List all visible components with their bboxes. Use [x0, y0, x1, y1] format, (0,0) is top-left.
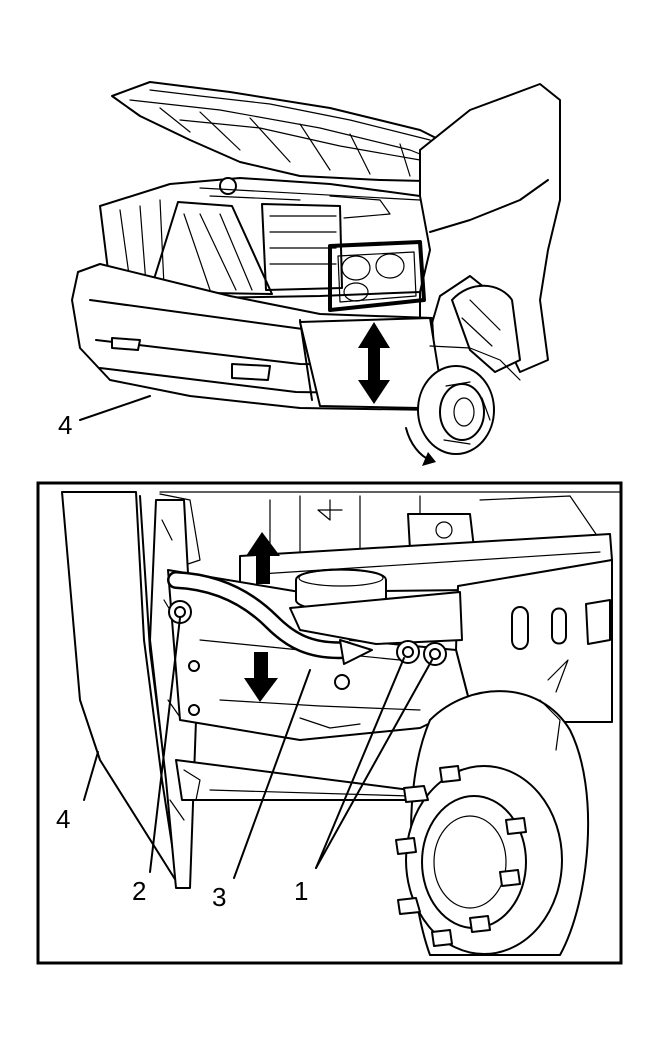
brake-rotor-overview — [417, 345, 521, 455]
nuts-1 — [396, 640, 447, 666]
lift-arrows-detail — [244, 532, 280, 702]
leader-line-detail-4 — [83, 751, 99, 801]
leader-line-top-4 — [79, 395, 151, 421]
wheel-hub-detail — [395, 659, 590, 956]
right-fender — [419, 83, 561, 373]
callout-1: 1 — [294, 876, 309, 906]
overview-view — [71, 81, 561, 466]
up-down-motion-arrow — [358, 322, 390, 404]
headlamp — [328, 240, 426, 312]
callout-3: 3 — [212, 882, 227, 912]
leader-line-1b — [315, 659, 433, 869]
detail-pointer-arrow — [405, 427, 436, 466]
callout-4-detail: 4 — [56, 804, 71, 834]
detail-view — [61, 491, 621, 956]
open-hood — [111, 81, 481, 183]
callout-4-top: 4 — [58, 410, 73, 440]
leader-line-1a — [315, 657, 405, 869]
callout-2: 2 — [132, 876, 147, 906]
leader-line-2 — [149, 617, 181, 873]
hose-3 — [167, 571, 373, 665]
leader-line-3 — [233, 669, 311, 879]
engine-bay — [99, 177, 431, 299]
